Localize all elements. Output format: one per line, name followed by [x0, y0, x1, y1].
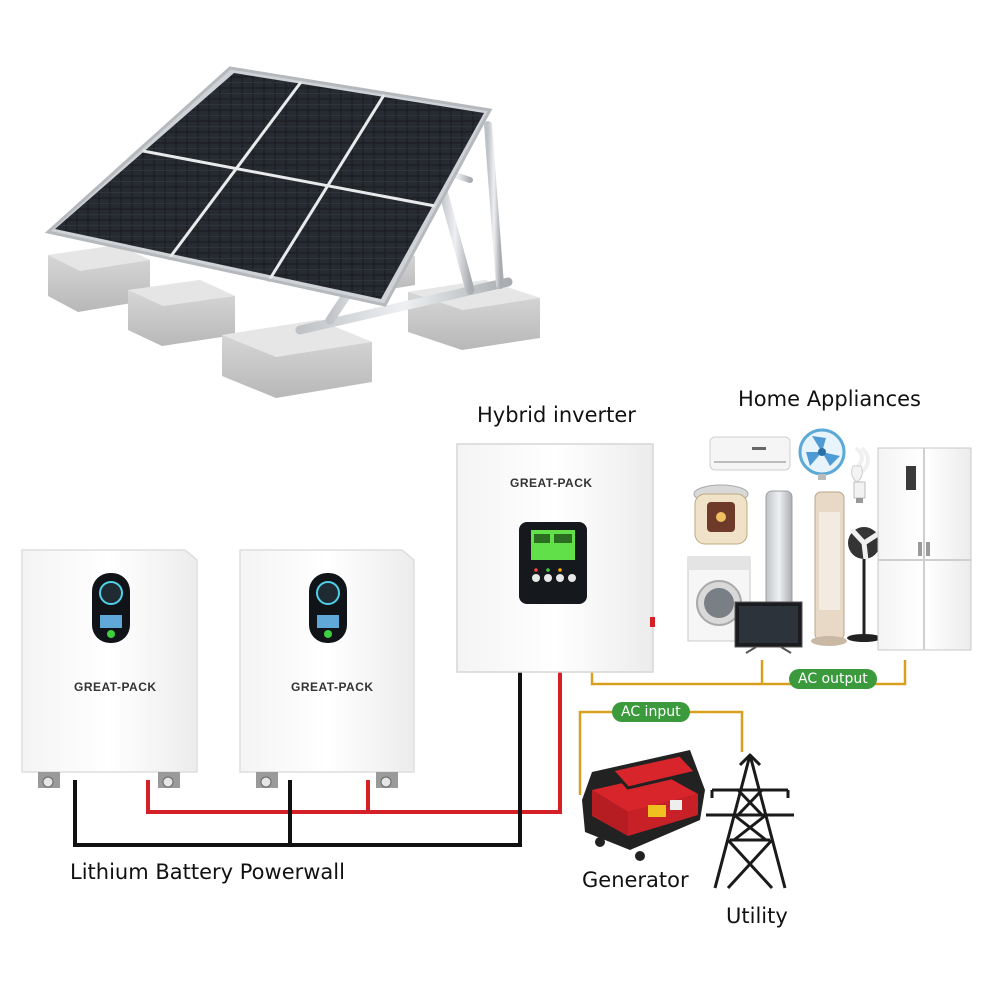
concrete-block: [222, 320, 372, 398]
air-conditioner-icon: [709, 436, 791, 471]
dc-wiring: [73, 672, 562, 847]
concrete-block: [48, 245, 150, 312]
refrigerator-icon: [877, 447, 972, 651]
solar-panels: [44, 66, 493, 307]
battery-brand-label: GREAT-PACK: [74, 680, 157, 694]
battery-brand-label: GREAT-PACK: [291, 680, 374, 694]
battery-icon: [239, 549, 415, 788]
television-icon: [734, 601, 803, 654]
solar-panel-icon: [44, 66, 540, 398]
generator-icon: [582, 750, 705, 861]
utility-label: Utility: [726, 904, 788, 928]
battery-label: Lithium Battery Powerwall: [70, 860, 345, 884]
home-appliances-label: Home Appliances: [738, 387, 921, 411]
tower-fan-icon: [811, 491, 847, 646]
battery-icon: [21, 549, 198, 788]
ac-output-badge: AC output: [789, 669, 877, 689]
transmission-tower-icon: [706, 753, 794, 890]
inverter-icon: [456, 443, 655, 673]
inverter-brand-label: GREAT-PACK: [510, 476, 593, 490]
fan-icon: [847, 527, 881, 642]
generator-label: Generator: [582, 868, 689, 892]
washing-machine-icon: [687, 556, 751, 642]
fan-icon: [798, 428, 846, 480]
concrete-block: [128, 280, 235, 346]
ac-input-badge: AC input: [612, 702, 690, 722]
hybrid-inverter-label: Hybrid inverter: [477, 403, 636, 427]
light-bulb-icon: [851, 446, 870, 503]
rice-cooker-icon: [693, 484, 749, 545]
